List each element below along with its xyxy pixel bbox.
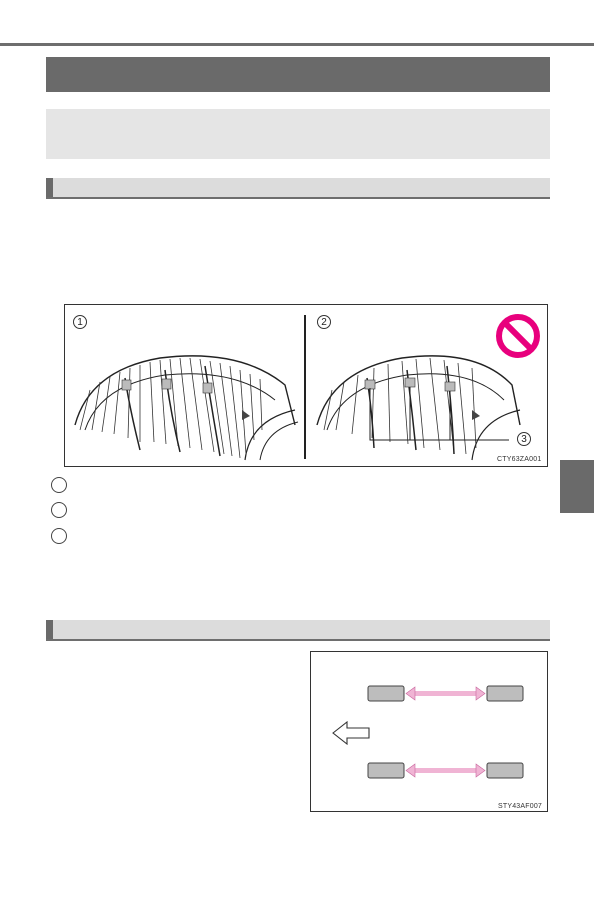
label-incorrect: 2 [317, 315, 331, 329]
legend-marker-2 [51, 502, 67, 518]
figure-divider [304, 315, 306, 459]
front-left-tire [367, 685, 405, 702]
section-heading-marker [46, 178, 53, 197]
legend-marker-1 [51, 477, 67, 493]
no-entry-icon [496, 314, 540, 358]
section-heading-tread-indicator [46, 178, 550, 199]
tire-wear-figure: 1 2 [64, 304, 548, 467]
page-title-bar [46, 57, 550, 92]
rear-left-tire [367, 762, 405, 779]
rotation-diagram [332, 685, 524, 779]
summary-box [46, 109, 550, 159]
rear-right-tire [486, 762, 524, 779]
front-right-tire [486, 685, 524, 702]
tire-illustration-worn [316, 355, 521, 461]
section-heading-marker [46, 620, 53, 639]
chapter-tab [560, 460, 594, 513]
figure-code: STY43AF007 [498, 803, 543, 810]
label-indicator: 3 [517, 432, 531, 446]
figure-code: CTY63ZA001 [497, 456, 542, 463]
section-heading-rotation [46, 620, 550, 641]
legend-marker-3 [51, 528, 67, 544]
direction-arrow-left-icon [332, 720, 370, 746]
tire-illustration-new [74, 355, 299, 461]
header-rule [0, 43, 594, 46]
tire-rotation-figure: STY43AF007 [310, 651, 548, 812]
label-correct: 1 [73, 315, 87, 329]
